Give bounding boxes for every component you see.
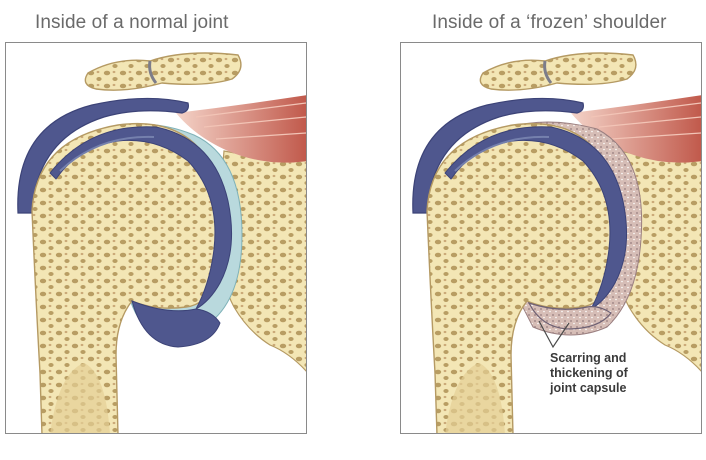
callout-line-2: thickening of xyxy=(550,366,670,381)
title-frozen-shoulder: Inside of a ‘frozen’ shoulder xyxy=(432,12,667,34)
callout-line-3: joint capsule xyxy=(550,381,670,396)
scarring-callout: Scarring and thickening of joint capsule xyxy=(550,351,670,396)
frozen-shoulder-illustration: Scarring and thickening of joint capsule xyxy=(400,42,702,434)
title-normal-joint: Inside of a normal joint xyxy=(35,12,229,34)
clavicle xyxy=(480,53,636,90)
normal-joint-illustration xyxy=(5,42,307,434)
callout-line-1: Scarring and xyxy=(550,351,670,366)
normal-joint-drawing xyxy=(6,43,307,434)
clavicle xyxy=(85,53,241,90)
